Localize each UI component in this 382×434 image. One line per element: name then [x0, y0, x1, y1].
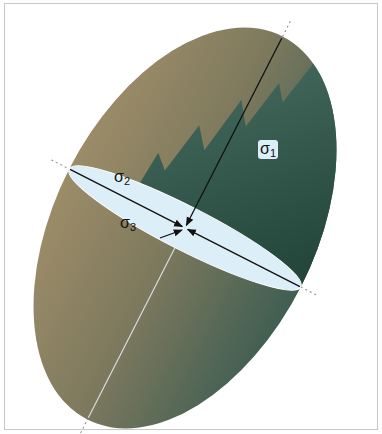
stress-arrow	[160, 230, 182, 238]
axis-line	[88, 228, 185, 418]
stress-label: σ3	[118, 214, 138, 233]
stress-label: σ1	[258, 140, 278, 159]
stress-arrow	[188, 229, 300, 286]
stress-label: σ2	[112, 168, 132, 187]
principal-section	[59, 149, 311, 306]
stress-arrow	[186, 38, 281, 225]
